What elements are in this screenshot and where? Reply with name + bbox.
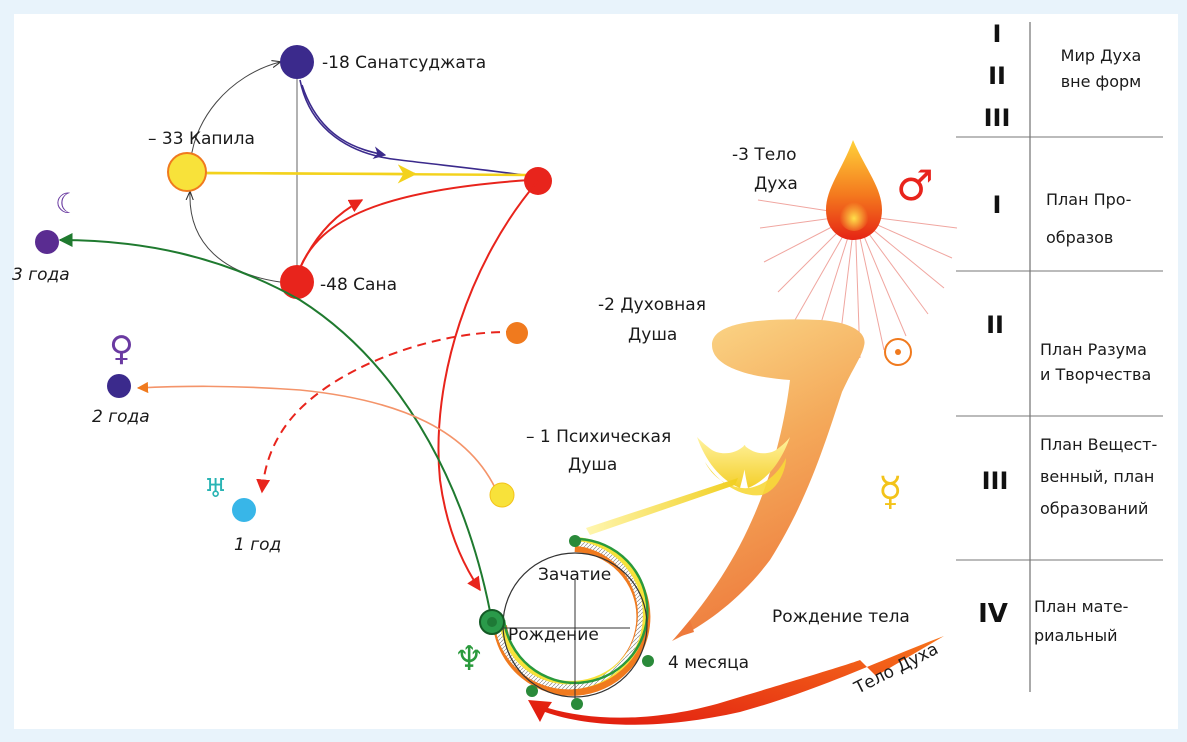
diagram-frame bbox=[14, 14, 1178, 729]
orange-dot bbox=[506, 322, 528, 344]
planes-table: I II III Мир Духа вне форм I План Про- о… bbox=[956, 20, 1163, 692]
table-cell-text: венный, план bbox=[1040, 467, 1154, 486]
one-year-label: 1 год bbox=[234, 535, 281, 555]
wing-body bbox=[705, 458, 786, 496]
table-numeral: I bbox=[993, 20, 1002, 48]
orange-arrow bbox=[136, 381, 499, 495]
mercury-icon: ☿ bbox=[878, 469, 903, 515]
right-wing bbox=[743, 437, 790, 488]
table-numeral: III bbox=[982, 467, 1009, 495]
table-cell-text: План мате- bbox=[1034, 597, 1128, 616]
indigo-line bbox=[299, 79, 531, 177]
table-cell-text: План Про- bbox=[1046, 190, 1131, 209]
ages-column: 3 года 2 года 1 год ☾ ♀ ♅ bbox=[12, 187, 281, 555]
sana-dot bbox=[280, 265, 314, 299]
flow-arrows bbox=[58, 180, 539, 623]
red-line bbox=[299, 179, 531, 269]
uranus-icon: ♅ bbox=[204, 474, 227, 504]
table-numeral: IV bbox=[978, 599, 1008, 629]
grey-arrow-up bbox=[189, 62, 280, 173]
table-numeral: II bbox=[986, 311, 1004, 339]
body-spirit-label-1: -3 Тело bbox=[732, 145, 796, 165]
sanatsujata-label: -18 Санатсуджата bbox=[322, 53, 486, 73]
green-ring bbox=[502, 537, 649, 685]
psychic-soul-wings: – 1 Психическая Душа ☿ bbox=[526, 427, 903, 535]
horn-arrow-tip bbox=[675, 620, 694, 638]
indigo-arrow bbox=[301, 84, 387, 160]
hatched-ring bbox=[494, 540, 643, 690]
table-cell-text: План Разума bbox=[1040, 340, 1147, 359]
sun-icon-center bbox=[895, 349, 901, 355]
table-cell-text: вне форм bbox=[1061, 72, 1142, 91]
two-years-dot bbox=[107, 374, 131, 398]
conception-point bbox=[569, 535, 581, 547]
three-years-dot bbox=[35, 230, 59, 254]
table-cell-text: и Творчества bbox=[1040, 365, 1151, 384]
spiritual-soul-label-1: -2 Духовная bbox=[598, 295, 706, 315]
body-spirit-label-2: Духа bbox=[754, 174, 798, 194]
table-numeral: II bbox=[988, 62, 1006, 90]
dashed-arrow bbox=[256, 330, 516, 494]
psychic-soul-label-1: – 1 Психическая bbox=[526, 427, 671, 447]
left-wing bbox=[697, 437, 747, 488]
table-cell-text: образований bbox=[1040, 499, 1148, 518]
table-cell-text: образов bbox=[1046, 228, 1113, 247]
red-descent-arrow bbox=[437, 180, 539, 592]
moon-icon: ☾ bbox=[55, 187, 80, 220]
kapila-dot bbox=[167, 152, 207, 192]
yellow-arrow bbox=[199, 164, 417, 184]
swoosh-shape bbox=[528, 636, 944, 725]
sanatsujata-dot bbox=[280, 45, 314, 79]
birth-point-core bbox=[487, 617, 497, 627]
point-bottom bbox=[571, 698, 583, 710]
body-birth-label: Рождение тела bbox=[772, 607, 910, 627]
table-cell-text: Мир Духа bbox=[1061, 46, 1142, 65]
table-cell-text: План Вещест- bbox=[1040, 435, 1157, 454]
spiritual-soul-label-2: Душа bbox=[628, 325, 677, 345]
sun-icon bbox=[884, 338, 912, 366]
mars-icon: ♂ bbox=[896, 161, 934, 210]
green-arrow bbox=[58, 233, 493, 623]
flame-core bbox=[838, 195, 870, 231]
psychic-soul-label-2: Душа bbox=[568, 455, 617, 475]
four-months-label: 4 месяца bbox=[668, 653, 749, 673]
one-year-dot bbox=[232, 498, 256, 522]
psychic-beam bbox=[586, 478, 738, 535]
sana-label: -48 Сана bbox=[320, 275, 397, 295]
venus-icon: ♀ bbox=[109, 329, 134, 369]
yellow-dot bbox=[489, 482, 515, 508]
two-years-label: 2 года bbox=[92, 407, 150, 427]
three-years-label: 3 года bbox=[12, 265, 70, 285]
swoosh-label: Тело Духа bbox=[850, 639, 941, 699]
neptune-icon: ♆ bbox=[454, 639, 484, 679]
table-numeral: I bbox=[993, 191, 1002, 219]
table-cell-text: риальный bbox=[1034, 626, 1118, 645]
grey-arrow-up-lower bbox=[190, 192, 281, 283]
conception-label: Зачатие bbox=[538, 565, 611, 585]
kapila-label: – 33 Капила bbox=[148, 129, 255, 149]
red-arrow bbox=[299, 199, 364, 269]
point-lower-left bbox=[526, 685, 538, 697]
four-months-point bbox=[642, 655, 654, 667]
life-cycle: Зачатие Рождение 4 месяца Рождение тела … bbox=[454, 535, 910, 710]
birth-label: Рождение bbox=[508, 625, 599, 645]
table-numeral: III bbox=[984, 104, 1011, 132]
